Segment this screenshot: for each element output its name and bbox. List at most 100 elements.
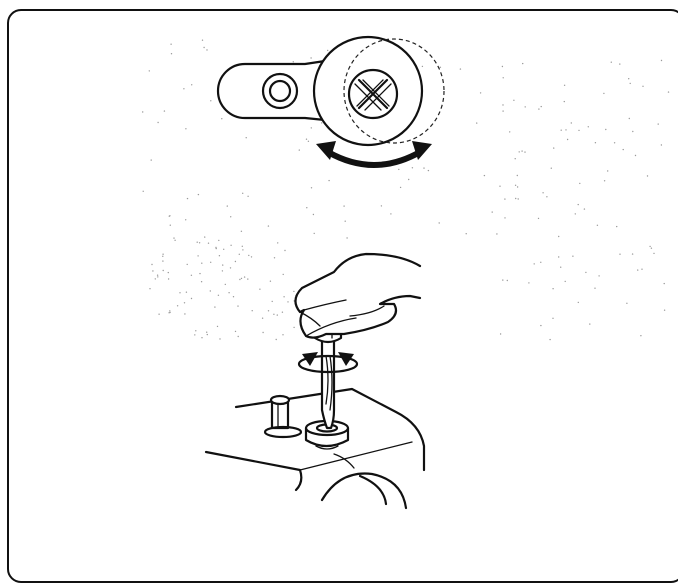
texture-dot (504, 198, 506, 200)
texture-dot (215, 246, 217, 249)
texture-dot (558, 235, 560, 238)
texture-dot (634, 154, 637, 157)
texture-dot (305, 138, 308, 140)
texture-dot (423, 167, 425, 169)
texture-dot (185, 128, 187, 130)
texture-dot (206, 49, 208, 51)
texture-dot (642, 85, 644, 88)
texture-dot (186, 197, 189, 200)
texture-dot (660, 144, 663, 146)
texture-dot (542, 192, 544, 194)
texture-dot (321, 122, 323, 124)
texture-dot (243, 276, 246, 278)
texture-dot (622, 148, 624, 151)
texture-dot (281, 311, 284, 313)
texture-dot (275, 338, 277, 341)
texture-dot (619, 253, 621, 255)
texture-dot (209, 290, 211, 292)
texture-dot (411, 167, 414, 169)
texture-dot (502, 77, 504, 79)
texture-dot (663, 282, 665, 285)
texture-dot (603, 92, 605, 95)
texture-dot (271, 300, 273, 303)
texture-dot (516, 174, 518, 177)
hand-wheel (320, 472, 408, 510)
texture-dot (605, 128, 607, 131)
texture-dot (328, 179, 330, 182)
texture-dot (550, 167, 552, 169)
texture-dot (150, 159, 152, 161)
texture-dot (613, 142, 616, 144)
top-view-illustration (216, 35, 445, 168)
cross-slot (357, 78, 389, 110)
texture-dot (237, 335, 239, 338)
texture-dot (196, 241, 198, 243)
texture-dot (628, 117, 630, 120)
texture-dot (563, 84, 566, 87)
texture-dot (496, 233, 498, 235)
texture-dot (558, 256, 560, 258)
texture-dot (215, 247, 217, 250)
texture-dot (598, 275, 600, 277)
screw-rotation-arrow-icon (297, 352, 359, 374)
texture-dot (149, 288, 151, 290)
texture-dot (142, 111, 144, 113)
texture-dot (522, 62, 524, 65)
texture-dot (343, 205, 345, 207)
texture-dot (533, 263, 535, 265)
texture-dot (267, 310, 270, 312)
texture-dot (190, 274, 193, 276)
texture-dot (185, 219, 187, 221)
texture-dot (157, 276, 159, 278)
texture-dot (596, 224, 599, 226)
texture-dot (217, 294, 220, 296)
texture-dot (162, 260, 164, 262)
texture-dot (312, 213, 315, 216)
texture-dot (307, 140, 310, 142)
texture-dot (629, 82, 631, 85)
texture-dot (663, 309, 666, 311)
texture-dot (501, 65, 504, 68)
texture-dot (201, 39, 204, 41)
texture-dot (578, 129, 580, 132)
texture-dot (502, 110, 504, 112)
texture-dot (515, 197, 517, 200)
texture-dot (230, 216, 232, 218)
texture-dot (201, 337, 203, 339)
texture-dot (195, 330, 197, 332)
texture-dot (238, 253, 240, 255)
texture-dot (646, 175, 649, 177)
texture-dot (240, 277, 243, 280)
texture-dot (219, 338, 221, 340)
texture-dot (259, 288, 261, 290)
alternate-position-outline (343, 38, 445, 144)
texture-dot (292, 61, 294, 63)
texture-dot (483, 174, 486, 177)
post-inner-circle (268, 79, 292, 103)
texture-dot (293, 290, 295, 293)
texture-dot (594, 287, 596, 289)
texture-dot (476, 122, 478, 124)
texture-dot (653, 252, 655, 255)
texture-dot (306, 207, 308, 209)
texture-dot (574, 213, 576, 215)
texture-dot (479, 92, 482, 94)
texture-dot (616, 225, 618, 228)
texture-dot (162, 253, 164, 255)
texture-dot (167, 278, 170, 280)
texture-dot (200, 281, 203, 283)
texture-dot (174, 239, 176, 241)
texture-dot (380, 205, 383, 207)
diagram-frame (7, 9, 678, 583)
texture-dot (514, 184, 517, 186)
spool-pin (263, 394, 303, 439)
texture-dot (594, 142, 597, 144)
texture-dot (221, 270, 224, 272)
texture-dot (234, 260, 237, 263)
texture-dot (465, 233, 467, 235)
texture-dot (223, 248, 225, 250)
texture-dot (390, 213, 392, 215)
texture-dot (203, 46, 205, 49)
texture-dot (170, 43, 172, 45)
texture-dot (346, 237, 348, 239)
